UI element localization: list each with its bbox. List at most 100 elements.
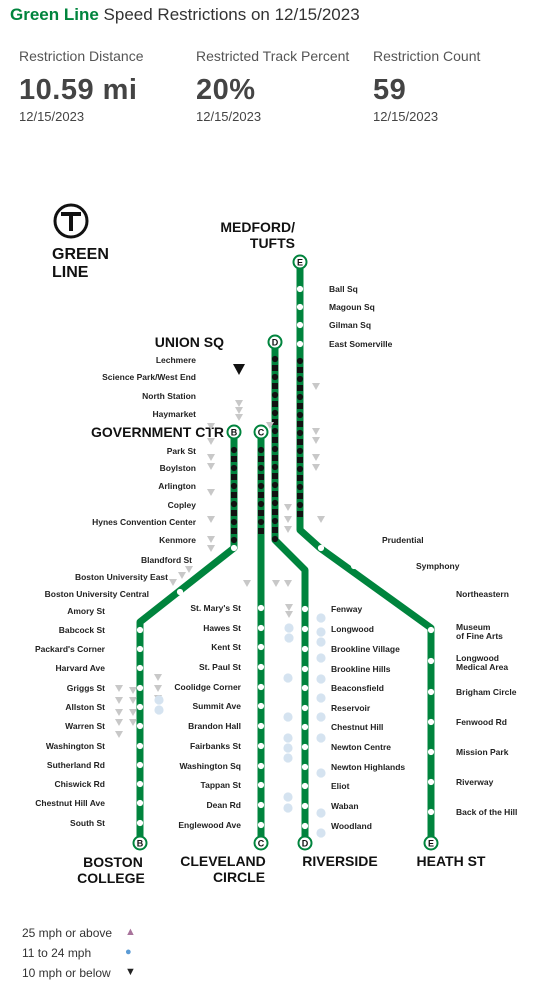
station-square[interactable] bbox=[297, 421, 303, 427]
station-dot[interactable] bbox=[257, 624, 265, 632]
station-dot[interactable] bbox=[301, 645, 309, 653]
station-square[interactable] bbox=[272, 491, 278, 497]
station-dot[interactable] bbox=[136, 664, 144, 672]
terminal-circle-b[interactable] bbox=[132, 835, 148, 851]
station-square[interactable] bbox=[297, 475, 303, 481]
station-square[interactable] bbox=[258, 474, 264, 480]
station-dot[interactable] bbox=[230, 544, 238, 552]
station-dot[interactable] bbox=[296, 429, 304, 437]
station-dot[interactable] bbox=[301, 605, 309, 613]
station-square[interactable] bbox=[272, 437, 278, 443]
station-square[interactable] bbox=[231, 474, 237, 480]
station-dot[interactable] bbox=[301, 782, 309, 790]
station-dot[interactable] bbox=[257, 464, 265, 472]
station-square[interactable] bbox=[297, 493, 303, 499]
terminal-circle-c-north[interactable] bbox=[253, 424, 269, 440]
station-dot[interactable] bbox=[257, 683, 265, 691]
station-dot[interactable] bbox=[136, 742, 144, 750]
station-dot[interactable] bbox=[257, 762, 265, 770]
station-dot[interactable] bbox=[257, 801, 265, 809]
station-dot[interactable] bbox=[301, 743, 309, 751]
station-dot[interactable] bbox=[257, 643, 265, 651]
station-dot[interactable] bbox=[301, 723, 309, 731]
station-dot[interactable] bbox=[257, 781, 265, 789]
station-dot[interactable] bbox=[271, 445, 279, 453]
station-dot[interactable] bbox=[136, 722, 144, 730]
terminal-circle-e-north[interactable] bbox=[292, 254, 308, 270]
station-dot[interactable] bbox=[211, 571, 219, 579]
green-line-map[interactable]: GREEN LINE MEDFORD/ TUFTS UNION SQ GOVER… bbox=[0, 190, 541, 890]
station-dot[interactable] bbox=[257, 702, 265, 710]
station-square[interactable] bbox=[297, 511, 303, 517]
station-dot[interactable] bbox=[257, 742, 265, 750]
station-dot[interactable] bbox=[257, 722, 265, 730]
station-square[interactable] bbox=[297, 367, 303, 373]
station-dot[interactable] bbox=[296, 340, 304, 348]
station-dot[interactable] bbox=[427, 626, 435, 634]
terminal-circle-b-north[interactable] bbox=[226, 424, 242, 440]
station-dot[interactable] bbox=[301, 822, 309, 830]
station-dot[interactable] bbox=[136, 780, 144, 788]
station-dot[interactable] bbox=[301, 665, 309, 673]
terminal-circle-d[interactable] bbox=[297, 835, 313, 851]
station-square[interactable] bbox=[297, 385, 303, 391]
station-dot[interactable] bbox=[136, 626, 144, 634]
station-dot[interactable] bbox=[390, 588, 398, 596]
station-square[interactable] bbox=[258, 492, 264, 498]
station-square[interactable] bbox=[272, 527, 278, 533]
station-dot[interactable] bbox=[271, 481, 279, 489]
station-dot[interactable] bbox=[296, 411, 304, 419]
station-square[interactable] bbox=[258, 510, 264, 516]
station-dot[interactable] bbox=[257, 446, 265, 454]
station-dot[interactable] bbox=[136, 607, 144, 615]
station-dot[interactable] bbox=[271, 517, 279, 525]
station-square[interactable] bbox=[297, 457, 303, 463]
station-dot[interactable] bbox=[230, 518, 238, 526]
station-dot[interactable] bbox=[296, 465, 304, 473]
station-square[interactable] bbox=[272, 455, 278, 461]
terminal-circle-d-north[interactable] bbox=[267, 334, 283, 350]
station-square[interactable] bbox=[258, 456, 264, 462]
station-dot[interactable] bbox=[257, 821, 265, 829]
terminal-circle-e[interactable] bbox=[423, 835, 439, 851]
station-dot[interactable] bbox=[296, 447, 304, 455]
station-dot[interactable] bbox=[301, 625, 309, 633]
station-dot[interactable] bbox=[136, 684, 144, 692]
station-dot[interactable] bbox=[176, 588, 184, 596]
station-dot[interactable] bbox=[296, 285, 304, 293]
station-dot[interactable] bbox=[136, 761, 144, 769]
station-square[interactable] bbox=[272, 383, 278, 389]
station-square[interactable] bbox=[258, 528, 264, 534]
station-dot[interactable] bbox=[427, 808, 435, 816]
station-square[interactable] bbox=[272, 419, 278, 425]
station-dot[interactable] bbox=[136, 645, 144, 653]
station-square[interactable] bbox=[272, 401, 278, 407]
station-dot[interactable] bbox=[296, 303, 304, 311]
station-square[interactable] bbox=[231, 510, 237, 516]
station-dot[interactable] bbox=[427, 748, 435, 756]
station-square[interactable] bbox=[272, 473, 278, 479]
station-dot[interactable] bbox=[296, 393, 304, 401]
station-dot[interactable] bbox=[257, 663, 265, 671]
station-dot[interactable] bbox=[350, 562, 358, 570]
station-dot[interactable] bbox=[301, 704, 309, 712]
station-dot[interactable] bbox=[296, 375, 304, 383]
station-dot[interactable] bbox=[257, 604, 265, 612]
station-square[interactable] bbox=[231, 456, 237, 462]
station-dot[interactable] bbox=[427, 688, 435, 696]
station-dot[interactable] bbox=[271, 499, 279, 507]
station-square[interactable] bbox=[231, 492, 237, 498]
station-dot[interactable] bbox=[230, 464, 238, 472]
station-dot[interactable] bbox=[257, 482, 265, 490]
station-dot[interactable] bbox=[136, 819, 144, 827]
station-dot[interactable] bbox=[427, 778, 435, 786]
station-dot[interactable] bbox=[230, 446, 238, 454]
station-dot[interactable] bbox=[271, 391, 279, 399]
station-dot[interactable] bbox=[271, 535, 279, 543]
station-dot[interactable] bbox=[136, 703, 144, 711]
station-square[interactable] bbox=[231, 528, 237, 534]
station-dot[interactable] bbox=[230, 482, 238, 490]
station-dot[interactable] bbox=[136, 799, 144, 807]
station-dot[interactable] bbox=[271, 373, 279, 381]
station-square[interactable] bbox=[297, 439, 303, 445]
